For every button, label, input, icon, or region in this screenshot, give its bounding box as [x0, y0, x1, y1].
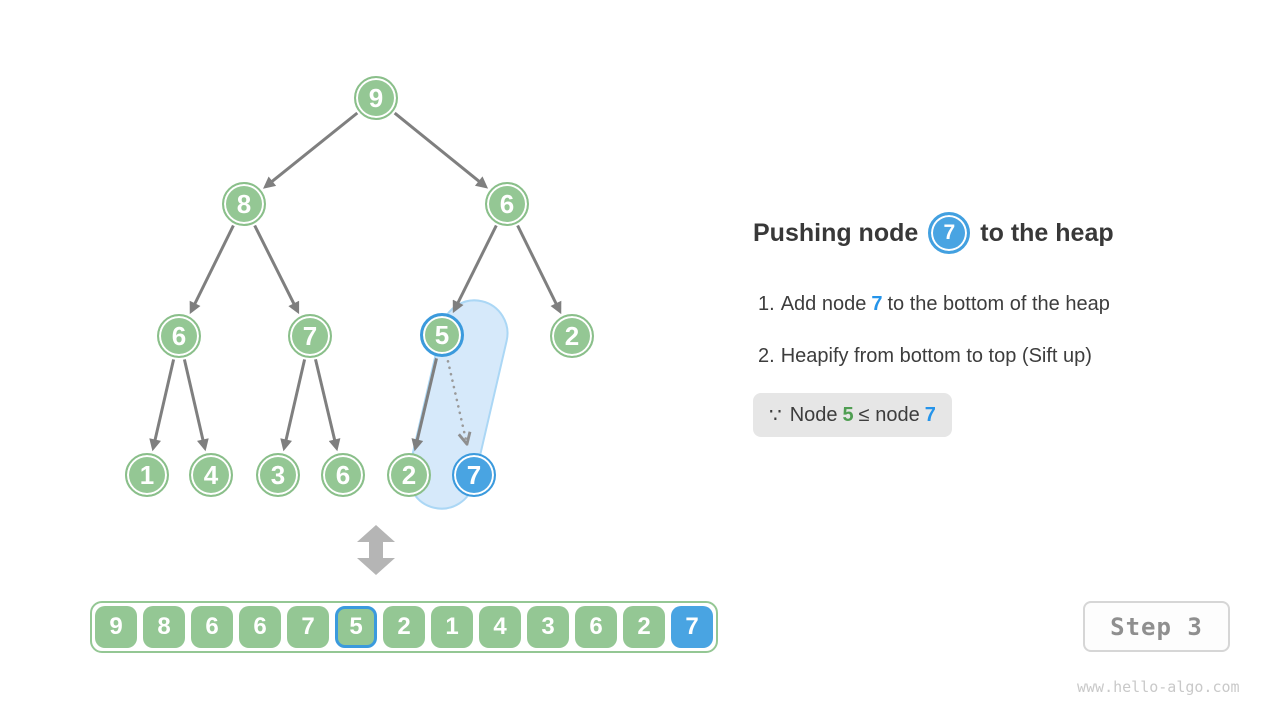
step-2-number: 2.	[758, 345, 775, 367]
note-green-value: 5	[842, 403, 854, 426]
step-1-text-after: to the bottom of the heap	[887, 293, 1110, 315]
step-1-node-value: 7	[871, 293, 883, 315]
array-cell: 1	[431, 606, 473, 648]
tree-node: 1	[125, 453, 169, 497]
note-blue-value: 7	[924, 403, 936, 426]
array-cell: 6	[239, 606, 281, 648]
array-cell-new-7: 7	[671, 606, 713, 648]
step-2-text: Heapify from bottom to top (Sift up)	[780, 345, 1092, 367]
array-cell: 6	[191, 606, 233, 648]
step-1-text-before: Add node	[780, 293, 867, 315]
tree-node: 4	[189, 453, 233, 497]
tree-edges	[149, 111, 562, 452]
tree-node: 6	[157, 314, 201, 358]
tree-node: 2	[550, 314, 594, 358]
note-text-mid: ≤ node	[858, 403, 920, 426]
tree-node-new-7: 7	[452, 453, 496, 497]
tree-node: 7	[288, 314, 332, 358]
tree-node: 9	[354, 76, 398, 120]
array-cell: 9	[95, 606, 137, 648]
watermark: www.hello-algo.com	[1077, 678, 1240, 696]
tree-array-double-arrow-icon	[357, 525, 395, 575]
array-cell: 6	[575, 606, 617, 648]
instruction-step-2: 2.Heapify from bottom to top (Sift up)	[758, 345, 1092, 368]
because-symbol: ∵	[769, 404, 782, 427]
tree-node: 3	[256, 453, 300, 497]
tree-node-compare-5: 5	[420, 313, 464, 357]
array-cell: 2	[623, 606, 665, 648]
tree-node: 6	[321, 453, 365, 497]
array-cell: 8	[143, 606, 185, 648]
tree-node: 2	[387, 453, 431, 497]
array-cell: 3	[527, 606, 569, 648]
panel-title: Pushing node 7 to the heap	[753, 211, 1114, 255]
panel-title-suffix: to the heap	[980, 218, 1114, 247]
array-cell: 4	[479, 606, 521, 648]
note-text-before: Node	[789, 403, 838, 426]
array-cell-compare-5: 5	[335, 606, 377, 648]
pushed-node-badge: 7	[928, 212, 971, 254]
array-cell: 2	[383, 606, 425, 648]
step-badge: Step 3	[1083, 601, 1230, 652]
array-cell: 7	[287, 606, 329, 648]
sift-up-dotted-arrow	[446, 359, 466, 440]
tree-node: 6	[485, 182, 529, 226]
step-1-number: 1.	[758, 293, 775, 315]
panel-title-prefix: Pushing node	[753, 218, 919, 247]
tree-node: 8	[222, 182, 266, 226]
heap-array: 9 8 6 6 7 5 2 1 4 3 6 2 7	[90, 601, 718, 653]
